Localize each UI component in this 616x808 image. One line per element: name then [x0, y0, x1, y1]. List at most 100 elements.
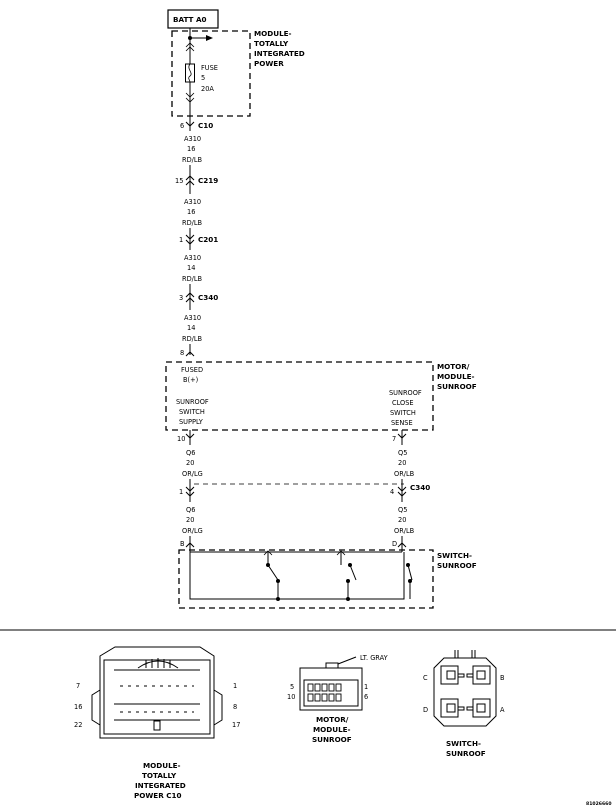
svg-text:SUNROOF: SUNROOF	[176, 398, 209, 406]
connector-c340-main-symbol	[185, 292, 195, 303]
svg-text:Q5: Q5	[398, 449, 407, 457]
svg-text:20: 20	[398, 459, 406, 467]
connector-c10-symbol	[185, 121, 195, 131]
svg-text:MOTOR/: MOTOR/	[437, 362, 470, 371]
svg-text:RD/LB: RD/LB	[182, 335, 203, 343]
svg-text:SUPPLY: SUPPLY	[179, 418, 204, 426]
c10-pin-8: 8	[233, 703, 237, 711]
switch-module-label: SWITCH- SUNROOF	[437, 551, 477, 570]
c10-pin-22: 22	[74, 721, 82, 729]
switch-connector-view	[433, 650, 497, 727]
right-pin-4-connector	[397, 486, 407, 497]
connector-c201-label: C201	[198, 235, 218, 244]
wire-q5-segment-2: Q5 20 OR/LB	[394, 506, 415, 535]
svg-text:MODULE-: MODULE-	[313, 725, 351, 734]
left-pin-10-connector	[185, 433, 195, 443]
motor-connector-color: LT. GRAY	[360, 654, 389, 662]
connector-c340-main-label: C340	[198, 293, 218, 302]
svg-text:SUNROOF: SUNROOF	[437, 382, 477, 391]
svg-text:SUNROOF: SUNROOF	[312, 735, 352, 744]
svg-text:16: 16	[187, 208, 195, 216]
wire-a310-segment-3: A310 14 RD/LB	[182, 254, 203, 283]
svg-text:A310: A310	[184, 314, 201, 322]
svg-text:B(+): B(+)	[183, 376, 198, 384]
motor-view-pin-1: 1	[364, 683, 368, 691]
left-pin-b-connector	[185, 542, 195, 548]
svg-text:OR/LG: OR/LG	[182, 527, 203, 535]
sunroof-switch-supply-label: SUNROOF SWITCH SUPPLY	[176, 398, 209, 426]
figure-id: 81026660	[586, 801, 612, 807]
c10-pin-1: 1	[233, 682, 237, 690]
svg-text:A310: A310	[184, 198, 201, 206]
wire-a310-segment-4: A310 14 RD/LB	[182, 314, 203, 343]
svg-text:A310: A310	[184, 254, 201, 262]
left-pin-1: 1	[179, 488, 183, 496]
c10-connector-view	[91, 646, 223, 739]
svg-text:20: 20	[186, 459, 194, 467]
c10-pin-17: 17	[232, 721, 240, 729]
wire-q5-segment-1: Q5 20 OR/LB	[394, 449, 415, 478]
svg-text:SWITCH: SWITCH	[390, 409, 416, 417]
svg-text:FUSE: FUSE	[201, 64, 218, 72]
fuse-upper-connector	[185, 42, 195, 52]
fuse-label: FUSE 5 20A	[201, 64, 218, 93]
switch-view-label: SWITCH- SUNROOF	[446, 739, 486, 758]
batt-source-label: BATT A0	[173, 15, 207, 24]
svg-text:A310: A310	[184, 135, 201, 143]
switch-view-pin-b: B	[500, 674, 505, 682]
switch-view-pin-d: D	[423, 706, 428, 714]
svg-text:CLOSE: CLOSE	[392, 399, 414, 407]
svg-text:INTEGRATED: INTEGRATED	[254, 49, 305, 58]
right-pin-d: D	[392, 540, 397, 548]
right-pin-7-connector	[397, 433, 407, 443]
motor-module-label: MOTOR/ MODULE- SUNROOF	[437, 362, 477, 391]
connector-c340-label: C340	[410, 483, 430, 492]
c10-view-label: MODULE- TOTALLY INTEGRATED POWER C10	[134, 761, 186, 800]
svg-text:SWITCH-: SWITCH-	[437, 551, 472, 560]
svg-text:INTEGRATED: INTEGRATED	[135, 781, 186, 790]
fuse-body	[185, 63, 195, 83]
svg-text:Q6: Q6	[186, 506, 195, 514]
wire-q6-segment-2: Q6 20 OR/LG	[182, 506, 203, 535]
svg-text:SWITCH-: SWITCH-	[446, 739, 481, 748]
svg-text:SUNROOF: SUNROOF	[446, 749, 486, 758]
fuse-lower-connector	[185, 92, 195, 103]
svg-text:OR/LG: OR/LG	[182, 470, 203, 478]
motor-view-pin-10: 10	[287, 693, 295, 701]
motor-pin-8-connector	[185, 351, 195, 357]
switch-contacts	[189, 551, 413, 600]
svg-text:POWER C10: POWER C10	[134, 791, 182, 800]
motor-pin-8: 8	[180, 349, 184, 357]
c10-pin-7: 7	[76, 682, 80, 690]
svg-text:MODULE-: MODULE-	[437, 372, 475, 381]
switch-view-pin-c: C	[423, 674, 428, 682]
left-pin-1-connector	[185, 486, 195, 497]
svg-text:Q6: Q6	[186, 449, 195, 457]
svg-text:20: 20	[186, 516, 194, 524]
switch-view-pin-a: A	[500, 706, 505, 714]
svg-text:OR/LB: OR/LB	[394, 527, 415, 535]
right-pin-d-connector	[397, 542, 407, 548]
svg-text:Q5: Q5	[398, 506, 407, 514]
svg-text:SUNROOF: SUNROOF	[389, 389, 422, 397]
svg-text:RD/LB: RD/LB	[182, 156, 203, 164]
right-pin-4: 4	[390, 488, 394, 496]
tipm-arrow-head	[206, 35, 213, 41]
svg-text:MODULE-: MODULE-	[143, 761, 181, 770]
svg-text:SUNROOF: SUNROOF	[437, 561, 477, 570]
tipm-module-box	[171, 30, 251, 117]
svg-text:OR/LB: OR/LB	[394, 470, 415, 478]
sunroof-close-switch-sense-label: SUNROOF CLOSE SWITCH SENSE	[389, 389, 422, 427]
connector-c219-pin: 15	[175, 177, 183, 185]
motor-connector-view	[299, 656, 363, 711]
svg-text:SWITCH: SWITCH	[179, 408, 205, 416]
wire-a310-segment-2: A310 16 RD/LB	[182, 198, 203, 227]
svg-text:MOTOR/: MOTOR/	[316, 715, 349, 724]
c10-pin-16: 16	[74, 703, 82, 711]
svg-text:MODULE-: MODULE-	[254, 29, 292, 38]
motor-view-label: MOTOR/ MODULE- SUNROOF	[312, 715, 352, 744]
motor-view-pin-5: 5	[290, 683, 294, 691]
tipm-module-label: MODULE- TOTALLY INTEGRATED POWER	[254, 29, 305, 68]
fused-b-plus-label: FUSED B(+)	[181, 366, 203, 384]
connector-c219-label: C219	[198, 176, 218, 185]
